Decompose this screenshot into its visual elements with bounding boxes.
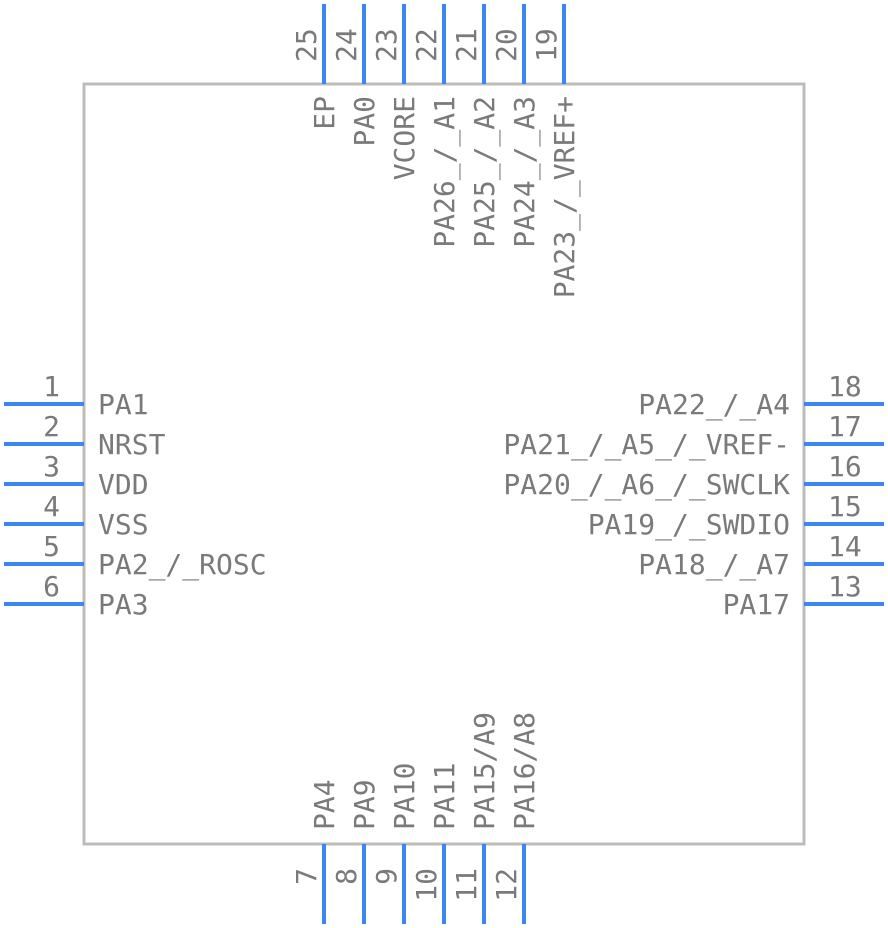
pin-label: PA15/A9 <box>468 712 501 830</box>
pin-number: 18 <box>828 370 862 403</box>
pin-label: PA17 <box>723 588 790 621</box>
pin-number: 3 <box>43 450 60 483</box>
pin-label: PA20_/_A6_/_SWCLK <box>503 468 790 502</box>
pin-label: PA25_/_A2 <box>468 96 502 248</box>
pin-number: 4 <box>43 490 60 523</box>
pin-label: PA9 <box>348 779 381 830</box>
pin-label: EP <box>308 96 341 130</box>
pin-label: PA23_/_VREF+ <box>548 96 582 298</box>
pin-number: 13 <box>828 570 862 603</box>
pin-number: 17 <box>828 410 862 443</box>
pin-number: 7 <box>290 868 323 885</box>
pin-label: PA3 <box>98 588 149 621</box>
pin-label: PA24_/_A3 <box>508 96 542 248</box>
pin-label: PA4 <box>308 779 341 830</box>
pin-number: 20 <box>490 28 523 62</box>
pin-number: 16 <box>828 450 862 483</box>
pin-label: PA22_/_A4 <box>638 388 790 422</box>
pin-number: 11 <box>450 868 483 902</box>
pin-label: PA18_/_A7 <box>638 548 790 582</box>
pin-number: 10 <box>410 868 443 902</box>
pin-number: 5 <box>43 530 60 563</box>
pin-number: 23 <box>370 28 403 62</box>
pin-number: 12 <box>490 868 523 902</box>
pin-label: PA11 <box>428 763 461 830</box>
pin-number: 25 <box>290 28 323 62</box>
pin-number: 15 <box>828 490 862 523</box>
pin-label: PA1 <box>98 388 149 421</box>
pin-label: PA16/A8 <box>508 712 541 830</box>
pin-number: 21 <box>450 28 483 62</box>
pin-number: 22 <box>410 28 443 62</box>
pin-number: 24 <box>330 28 363 62</box>
pin-number: 2 <box>43 410 60 443</box>
pin-label: PA19_/_SWDIO <box>588 508 790 542</box>
pin-number: 9 <box>370 868 403 885</box>
pin-label: VDD <box>98 468 149 501</box>
pin-label: VSS <box>98 508 149 541</box>
pin-number: 19 <box>530 28 563 62</box>
pin-label: PA2_/_ROSC <box>98 548 267 582</box>
pin-label: PA0 <box>348 96 381 147</box>
pin-label: PA26_/_A1 <box>428 96 462 248</box>
pin-label: NRST <box>98 428 166 461</box>
pin-label: VCORE <box>388 96 421 180</box>
pin-label: PA10 <box>388 763 421 830</box>
pin-number: 6 <box>43 570 60 603</box>
pin-number: 8 <box>330 868 363 885</box>
pin-number: 1 <box>43 370 60 403</box>
pin-number: 14 <box>828 530 862 563</box>
pin-label: PA21_/_A5_/_VREF- <box>503 428 790 462</box>
